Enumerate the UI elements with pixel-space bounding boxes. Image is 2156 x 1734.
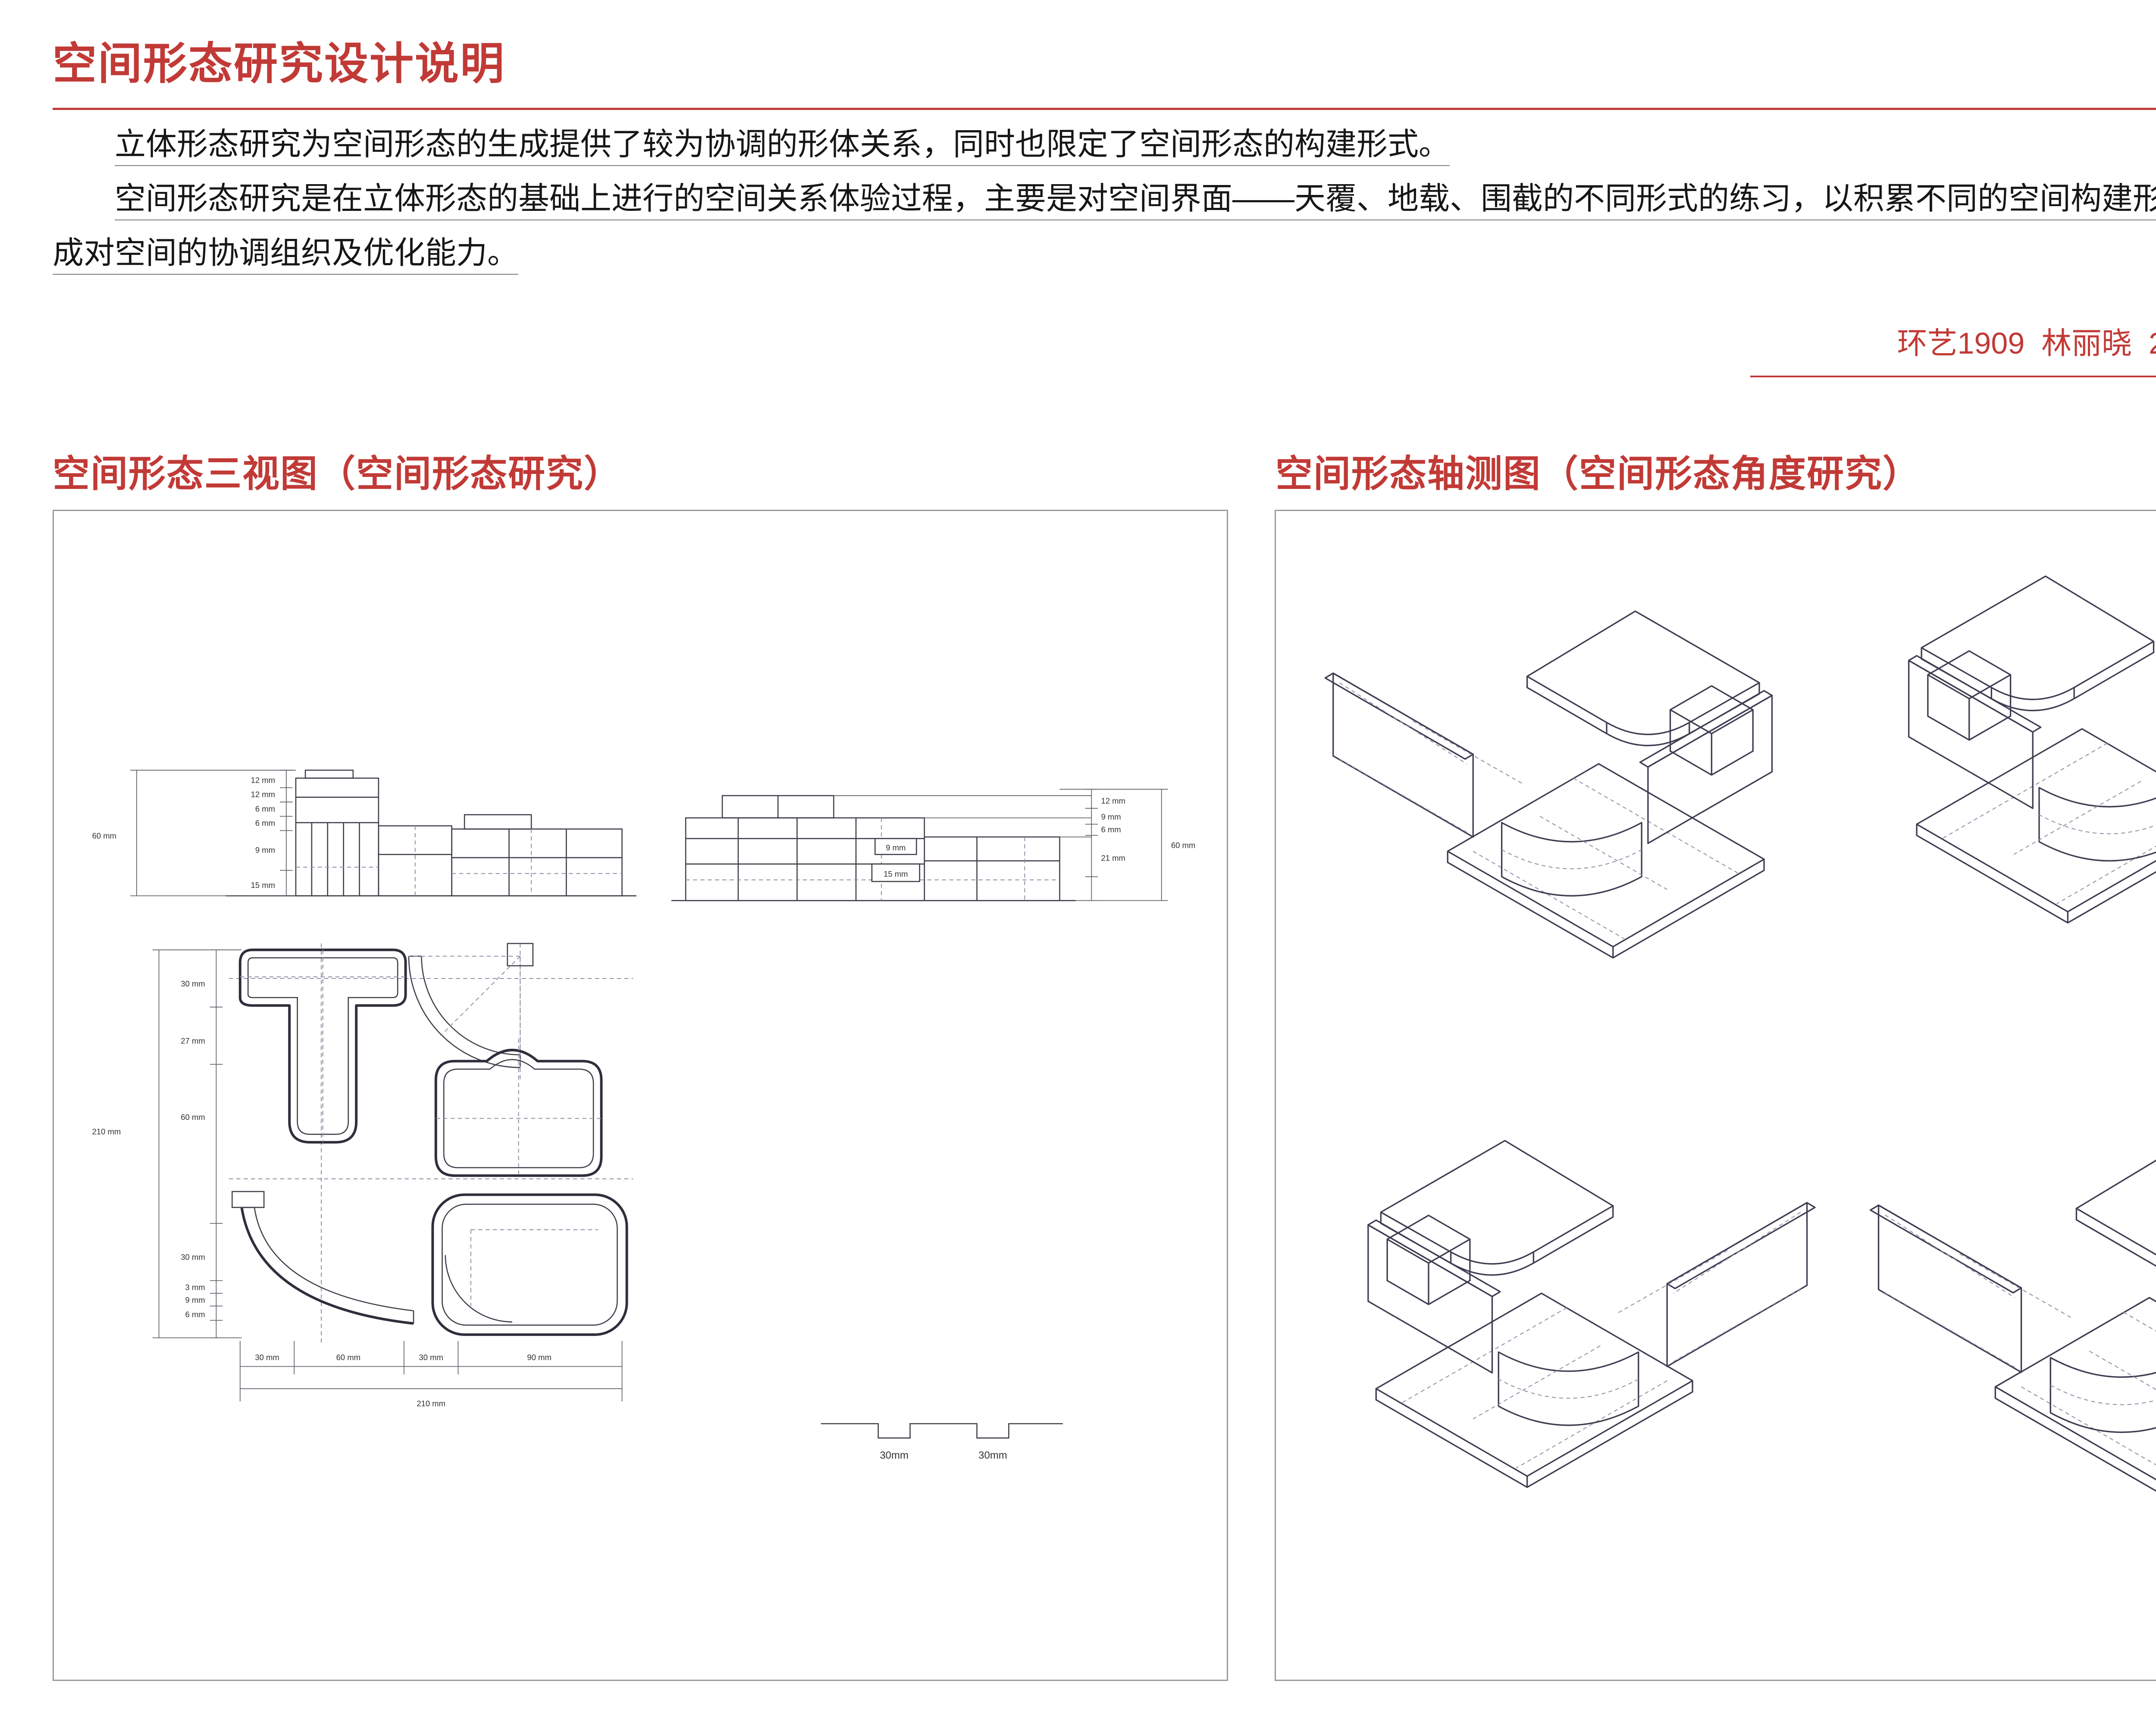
axonometric-panel [1275, 510, 2156, 1681]
intro-text: 立体形态研究为空间形态的生成提供了较为协调的形体关系，同时也限定了空间形态的构建… [53, 117, 2156, 280]
axon-view-2 [1908, 575, 2156, 924]
dim-label: 30mm [978, 1450, 1007, 1461]
dim-label: 15 mm [884, 869, 908, 878]
dim-label: 12 mm [1101, 796, 1125, 805]
orthographic-section-heading: 空间形态三视图（空间形态研究） [53, 453, 622, 495]
profile-detail: 30mm 30mm [821, 1423, 1063, 1461]
axon-view-3 [1367, 1140, 1816, 1488]
dim-label: 3 mm [185, 1283, 205, 1292]
dim-label: 27 mm [181, 1036, 205, 1045]
orthographic-panel: 12 mm 12 mm 6 mm 6 mm 9 mm 15 mm 60 mm 9 [53, 510, 1228, 1681]
axonometric-drawing [1324, 575, 2156, 1496]
axonometric-section-heading: 空间形态轴测图（空间形态角度研究） [1275, 453, 1921, 495]
intro-paragraph-2: 空间形态研究是在立体形态的基础上进行的空间关系体验过程，主要是对空间界面——天覆… [53, 182, 2156, 270]
dim-label: 9 mm [1101, 812, 1121, 821]
dim-label: 9 mm [886, 843, 906, 852]
dim-label: 6 mm [185, 1310, 205, 1319]
dim-label: 210 mm [92, 1127, 121, 1136]
dim-label: 12 mm [251, 790, 275, 799]
intro-paragraph-1: 立体形态研究为空间形态的生成提供了较为协调的形体关系，同时也限定了空间形态的构建… [115, 127, 1450, 162]
dim-label: 30 mm [255, 1353, 279, 1362]
side-elevation-view: 9 mm 15 mm 12 mm 9 mm 6 mm 21 mm 60 mm [671, 789, 1195, 901]
dim-label: 30mm [880, 1450, 909, 1461]
page-title: 空间形态研究设计说明 [53, 39, 505, 88]
axon-view-4 [1870, 1141, 2156, 1496]
byline: 环艺1909 林丽晓 201940407 [1750, 319, 2156, 377]
title-rule [53, 108, 2156, 110]
front-elevation-view: 12 mm 12 mm 6 mm 6 mm 9 mm 15 mm 60 mm [92, 769, 636, 897]
dim-label: 60 mm [1171, 841, 1195, 850]
dim-label: 6 mm [255, 818, 275, 828]
plan-view: 30 mm 27 mm 60 mm 30 mm 3 mm 9 mm 6 mm 2… [92, 943, 633, 1408]
orthographic-drawing: 12 mm 12 mm 6 mm 6 mm 9 mm 15 mm 60 mm 9 [92, 769, 1195, 1461]
dim-label: 9 mm [255, 846, 275, 855]
dim-label: 6 mm [1101, 825, 1121, 834]
dim-label: 30 mm [419, 1353, 443, 1362]
dim-label: 21 mm [1101, 853, 1125, 862]
axon-view-1 [1324, 610, 1773, 959]
dim-label: 30 mm [181, 979, 205, 988]
dim-label: 60 mm [181, 1113, 205, 1122]
dim-label: 90 mm [527, 1353, 551, 1362]
dim-label: 30 mm [181, 1253, 205, 1262]
dim-label: 60 mm [336, 1353, 360, 1362]
dim-label: 6 mm [255, 804, 275, 813]
dim-label: 9 mm [185, 1295, 205, 1304]
dim-label: 12 mm [251, 775, 275, 784]
dim-label: 15 mm [251, 881, 275, 890]
dim-label: 60 mm [92, 831, 116, 840]
dim-label: 210 mm [417, 1399, 445, 1408]
